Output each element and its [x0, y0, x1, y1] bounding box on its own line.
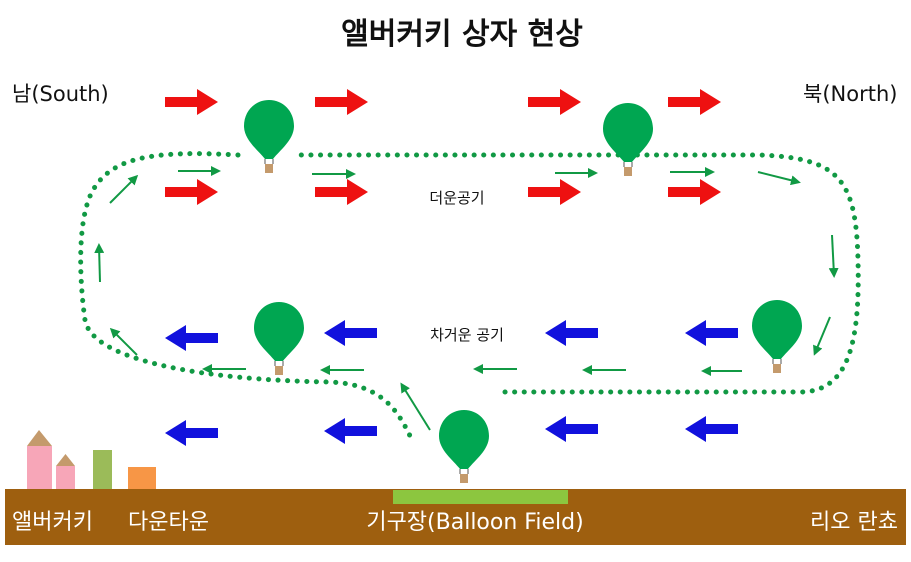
wind-arrow-icon — [324, 320, 377, 346]
hot-air-balloon-icon — [254, 302, 304, 375]
north-label: 북(North) — [803, 82, 897, 106]
diagram-title: 앨버커키 상자 현상 — [341, 17, 583, 52]
balloon-flight-path — [78, 151, 861, 443]
building-icon — [56, 466, 75, 490]
wind-arrow-icon — [545, 416, 598, 442]
cold-wind-arrows — [165, 320, 738, 446]
cold-air-label: 차거운 공기 — [430, 326, 504, 344]
building-icon — [128, 467, 156, 490]
direction-arrow-icon — [828, 234, 839, 278]
wind-arrow-icon — [528, 89, 581, 115]
hot-air-balloon-icon — [752, 300, 802, 373]
wind-arrow-icon — [668, 179, 721, 205]
direction-arrow-icon — [94, 243, 105, 283]
albuquerque-buildings — [27, 430, 156, 490]
wind-arrow-icon — [315, 179, 368, 205]
direction-arrow-icon — [109, 327, 138, 356]
direction-arrow-icon — [109, 174, 139, 204]
wind-arrow-icon — [165, 89, 218, 115]
rio-rancho-label: 리오 란쵸 — [810, 510, 898, 535]
wind-arrow-icon — [165, 179, 218, 205]
wind-arrow-icon — [315, 89, 368, 115]
wind-arrow-icon — [685, 320, 738, 346]
wind-arrow-icon — [165, 420, 218, 446]
wind-arrow-icon — [685, 416, 738, 442]
direction-arrow-icon — [400, 382, 431, 431]
balloon-field-label: 기구장(Balloon Field) — [366, 510, 583, 535]
building-icon — [93, 450, 112, 490]
balloon-launch-field — [393, 490, 568, 504]
building-icon — [27, 446, 52, 490]
flight-direction-arrows — [94, 166, 839, 431]
south-label: 남(South) — [12, 82, 109, 106]
direction-arrow-icon — [813, 316, 831, 356]
direction-arrow-icon — [757, 171, 801, 186]
wind-arrow-icon — [324, 418, 377, 444]
warm-wind-arrows — [165, 89, 721, 205]
wind-arrow-icon — [545, 320, 598, 346]
warm-air-label: 더운공기 — [429, 189, 484, 207]
albuquerque-label: 앨버커키 — [12, 510, 93, 535]
hot-air-balloon-icon — [244, 100, 294, 173]
building-roof — [56, 454, 75, 466]
building-roof — [27, 430, 52, 446]
downtown-label: 다운타운 — [128, 510, 209, 535]
hot-air-balloon-icon — [439, 410, 489, 483]
hot-air-balloon-icon — [603, 103, 653, 176]
wind-arrow-icon — [668, 89, 721, 115]
wind-arrow-icon — [528, 179, 581, 205]
wind-arrow-icon — [165, 325, 218, 351]
